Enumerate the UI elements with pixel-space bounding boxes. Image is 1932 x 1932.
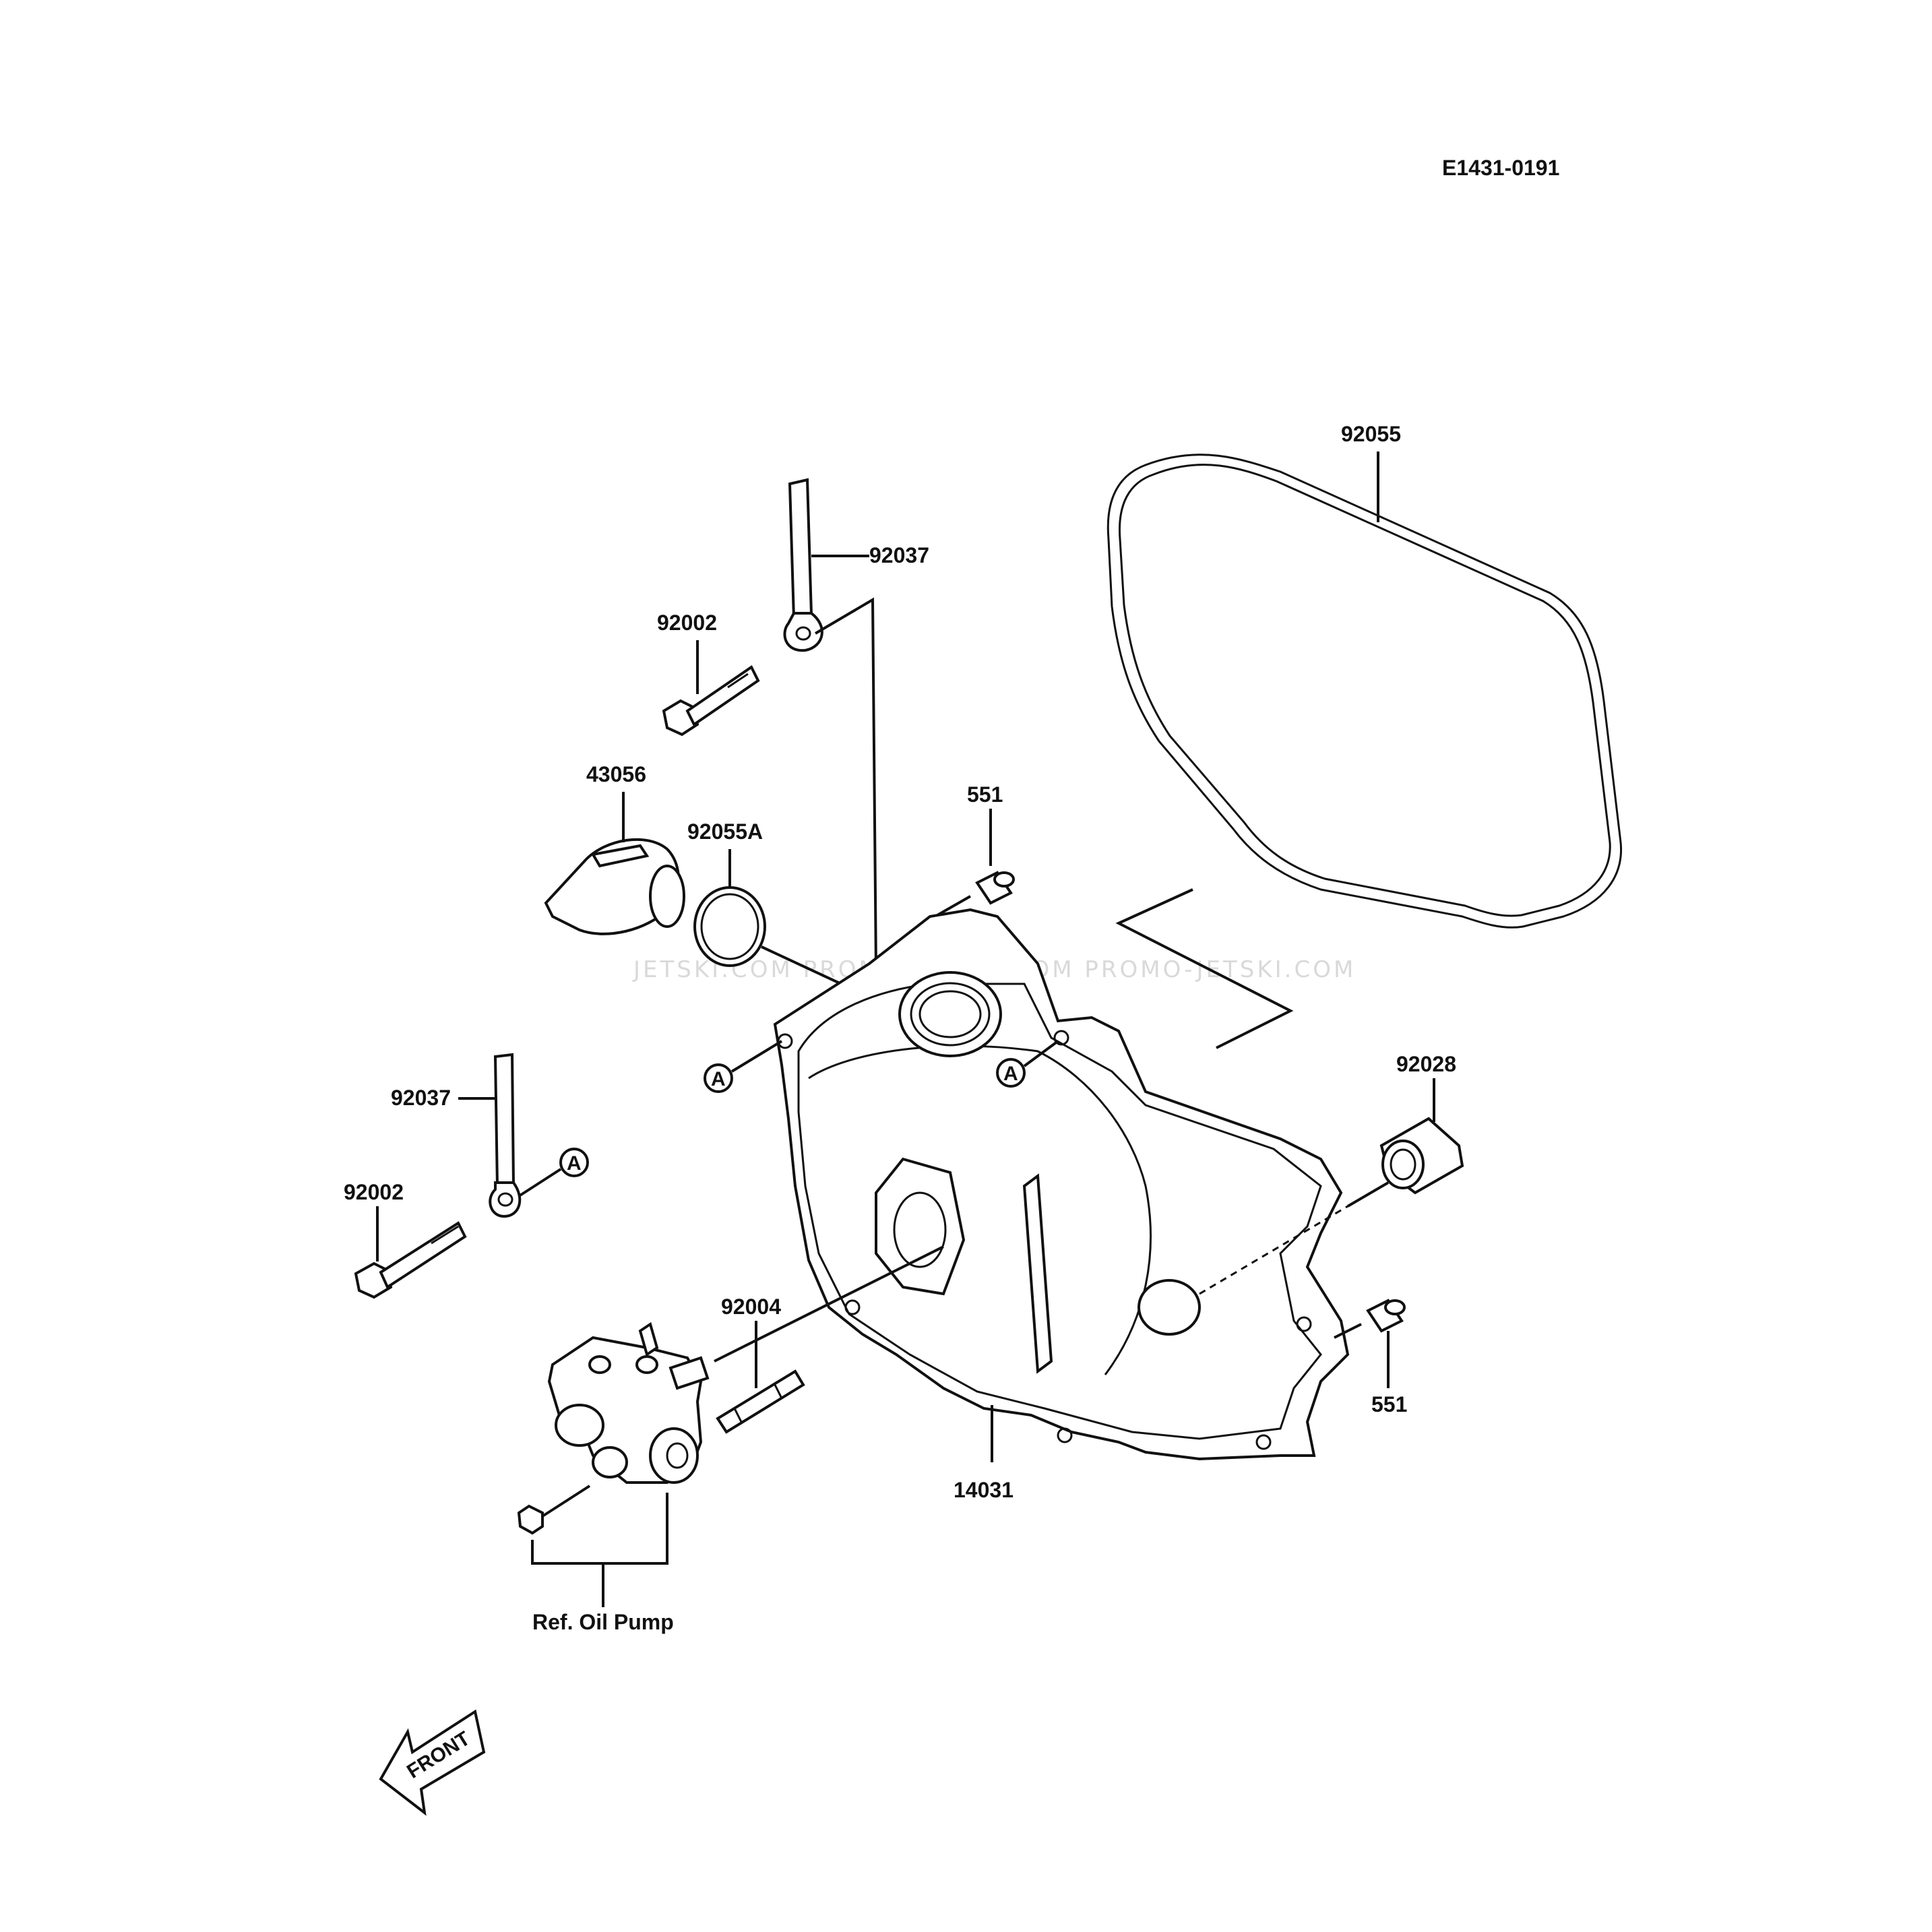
- ref-marker-a-1: A: [704, 1040, 783, 1093]
- cover-14031: [714, 908, 1390, 1462]
- label-92004: 92004: [721, 1295, 781, 1319]
- label-14031: 14031: [954, 1478, 1014, 1502]
- stud-92004: [716, 1321, 805, 1434]
- strap-top: [783, 478, 877, 971]
- label-92037-top: 92037: [869, 543, 929, 567]
- svg-text:A: A: [711, 1068, 726, 1090]
- label-ref-oil-pump: Ref. Oil Pump: [532, 1610, 674, 1634]
- dowel-right: [1334, 1299, 1406, 1388]
- dowel-top: [923, 809, 1015, 925]
- oring-92055a: [693, 849, 958, 1039]
- label-92028: 92028: [1396, 1052, 1456, 1076]
- label-551-top: 551: [967, 782, 1003, 807]
- bolt-top: [662, 640, 760, 737]
- bolt-left: [354, 1206, 467, 1299]
- svg-text:A: A: [1003, 1063, 1018, 1085]
- label-43056: 43056: [586, 762, 646, 786]
- diagram-code: E1431-0191: [1442, 156, 1559, 180]
- strap-left: [458, 1053, 522, 1218]
- label-92055a: 92055A: [687, 819, 763, 844]
- gasket-large: [1107, 451, 1623, 929]
- oil-pump: [517, 1321, 710, 1607]
- ref-marker-a-3: A: [518, 1148, 589, 1197]
- bushing-92028: [1379, 1078, 1464, 1195]
- label-551-right: 551: [1371, 1392, 1407, 1416]
- label-92002-top: 92002: [657, 611, 717, 635]
- ref-marker-a-2: A: [996, 1040, 1059, 1088]
- label-92037-left: 92037: [391, 1086, 451, 1110]
- front-arrow-icon: FRONT: [379, 1709, 486, 1816]
- svg-text:A: A: [567, 1152, 582, 1175]
- label-92055: 92055: [1341, 422, 1401, 446]
- label-92002-left: 92002: [344, 1180, 404, 1204]
- cap-43056: [544, 792, 685, 935]
